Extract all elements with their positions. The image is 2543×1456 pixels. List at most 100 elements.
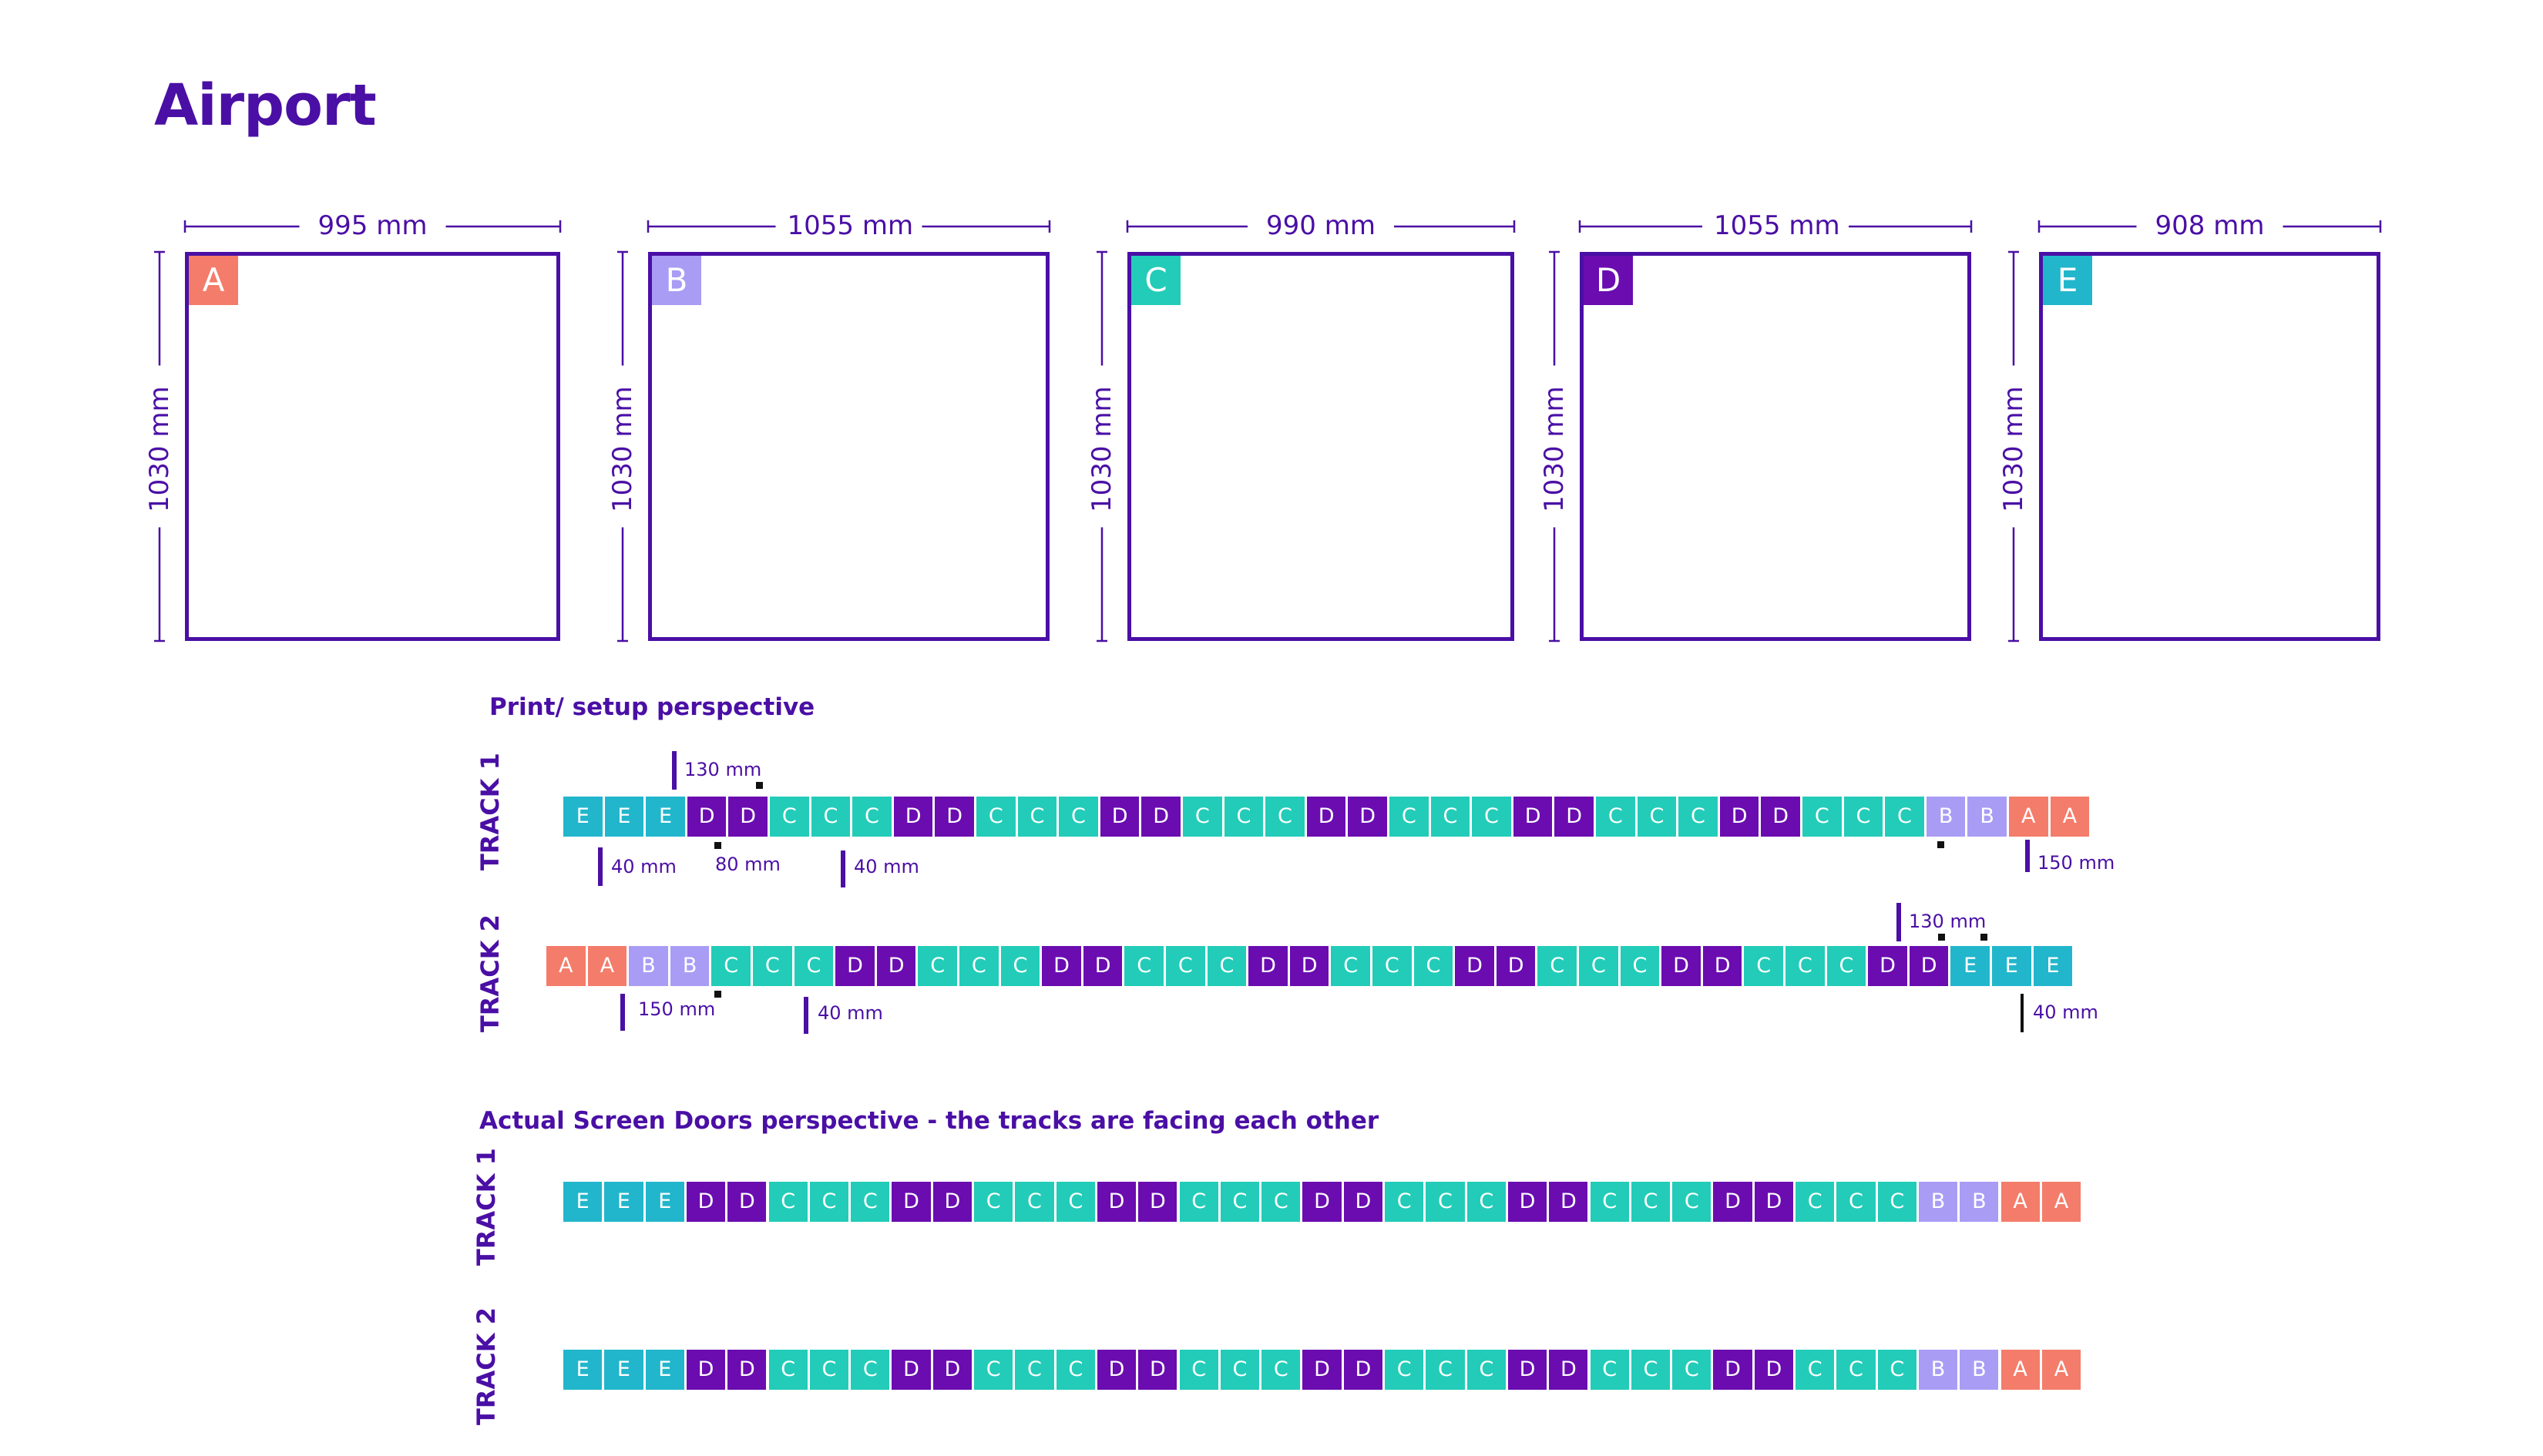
segment-d: D: [1496, 946, 1536, 986]
measure-bar: [2021, 994, 2024, 1032]
measure-label: 40 mm: [854, 856, 919, 877]
segment-c: C: [1885, 797, 1924, 837]
segment-c: C: [1836, 1350, 1876, 1390]
panel-badge: C: [1131, 256, 1181, 305]
segment-d: D: [892, 1350, 931, 1390]
measure-gap-marker: [1938, 934, 1945, 941]
segment-b: B: [1918, 1182, 1958, 1222]
segment-d: D: [1042, 946, 1081, 986]
segment-c: C: [1056, 1350, 1095, 1390]
print-section-title: Print/ setup perspective: [489, 693, 815, 721]
segment-d: D: [687, 797, 727, 837]
segment-c: C: [1331, 946, 1370, 986]
segment-c: C: [959, 946, 999, 986]
segment-d: D: [1289, 946, 1329, 986]
segment-e: E: [604, 797, 644, 837]
segment-d: D: [1909, 946, 1949, 986]
height-label: 1030 mm: [1087, 385, 1117, 512]
segment-c: C: [1796, 1350, 1835, 1390]
width-label: 1055 mm: [1714, 210, 1840, 241]
segment-a: A: [2041, 1182, 2081, 1222]
segment-e: E: [2033, 946, 2073, 986]
segment-c: C: [1220, 1182, 1260, 1222]
measure-bar: [804, 997, 808, 1034]
segment-c: C: [1430, 797, 1470, 837]
segment-c: C: [1261, 1182, 1301, 1222]
measure-label: 80 mm: [715, 854, 781, 875]
segment-c: C: [809, 1182, 849, 1222]
width-label: 995 mm: [317, 210, 428, 241]
segment-b: B: [1967, 797, 2007, 837]
segment-c: C: [1466, 1350, 1506, 1390]
measure-label: 40 mm: [2033, 1001, 2098, 1023]
measure-bar: [598, 847, 603, 886]
measure-gap-marker: [714, 842, 721, 849]
panel-badge: B: [652, 256, 701, 305]
segment-b: B: [1960, 1350, 1999, 1390]
segment-e: E: [646, 797, 685, 837]
segment-d: D: [1138, 1182, 1177, 1222]
segment-c: C: [1017, 797, 1057, 837]
segment-d: D: [876, 946, 916, 986]
segment-c: C: [1672, 1350, 1712, 1390]
segment-d: D: [1507, 1182, 1547, 1222]
segment-c: C: [1261, 1350, 1301, 1390]
segment-d: D: [1348, 797, 1387, 837]
measure-bar: [841, 850, 845, 887]
segment-a: A: [2050, 797, 2090, 837]
segment-d: D: [1754, 1182, 1793, 1222]
segment-c: C: [1596, 797, 1635, 837]
segment-d: D: [1343, 1350, 1382, 1390]
segment-d: D: [1097, 1350, 1137, 1390]
segment-a: A: [2041, 1350, 2081, 1390]
segment-d: D: [1138, 1350, 1177, 1390]
segment-c: C: [1631, 1350, 1671, 1390]
segment-c: C: [794, 946, 834, 986]
segment-e: E: [1950, 946, 1990, 986]
segment-d: D: [1661, 946, 1701, 986]
segment-c: C: [1056, 1182, 1095, 1222]
segment-c: C: [1385, 1350, 1424, 1390]
segment-c: C: [1413, 946, 1453, 986]
height-label: 1030 mm: [1539, 385, 1570, 512]
segment-d: D: [935, 797, 974, 837]
segment-d: D: [1761, 797, 1800, 837]
segment-a: A: [2000, 1182, 2040, 1222]
segment-c: C: [974, 1350, 1013, 1390]
actual-track1-label: TRACK 1: [472, 1148, 501, 1266]
actual-track2-label: TRACK 2: [472, 1307, 501, 1425]
segment-c: C: [1207, 946, 1247, 986]
actual-section-title: Actual Screen Doors perspective - the tr…: [479, 1107, 1379, 1135]
segment-c: C: [1637, 797, 1677, 837]
segment-d: D: [1343, 1182, 1382, 1222]
segment-c: C: [851, 1182, 890, 1222]
segment-c: C: [851, 1350, 890, 1390]
segment-d: D: [1754, 1350, 1793, 1390]
segment-d: D: [686, 1182, 726, 1222]
segment-c: C: [1426, 1182, 1465, 1222]
width-label: 990 mm: [1266, 210, 1376, 241]
segment-b: B: [1926, 797, 1966, 837]
segment-d: D: [727, 1350, 767, 1390]
segment-c: C: [852, 797, 892, 837]
segment-c: C: [1385, 1182, 1424, 1222]
segment-e: E: [1992, 946, 2031, 986]
segment-a: A: [2009, 797, 2048, 837]
segment-d: D: [1549, 1182, 1588, 1222]
height-label: 1030 mm: [1998, 385, 2029, 512]
segment-c: C: [770, 797, 809, 837]
segment-c: C: [1224, 797, 1264, 837]
width-label: 908 mm: [2155, 210, 2265, 241]
segment-c: C: [768, 1182, 808, 1222]
segment-c: C: [1579, 946, 1618, 986]
width-label: 1055 mm: [787, 210, 914, 241]
segment-c: C: [1877, 1350, 1916, 1390]
segment-d: D: [1702, 946, 1742, 986]
segment-c: C: [1372, 946, 1412, 986]
segment-c: C: [1672, 1182, 1712, 1222]
segment-c: C: [1590, 1350, 1629, 1390]
segment-e: E: [604, 1350, 643, 1390]
